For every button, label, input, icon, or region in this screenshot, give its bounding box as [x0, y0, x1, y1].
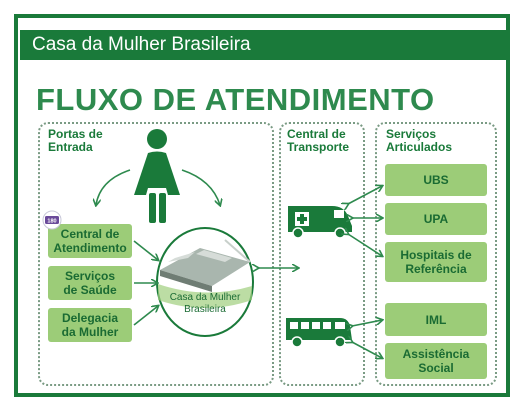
arrow-ambulance-ubs	[348, 186, 382, 204]
van-icon	[286, 318, 352, 348]
box-servicos-de-saude: Serviços de Saúde	[48, 266, 132, 300]
casa-building-icon	[156, 227, 254, 337]
ambulance-icon	[288, 206, 352, 239]
ligue-180-logo-icon: 180	[42, 210, 62, 230]
svg-text:180: 180	[47, 219, 56, 225]
box-assistencia-social: Assistência Social	[385, 343, 487, 379]
box-iml: IML	[385, 303, 487, 336]
curve-arrow-right	[181, 169, 220, 205]
arrow-van-iml	[352, 320, 382, 326]
woman-figure-icon	[134, 129, 180, 223]
arrow-delegacia-to-center	[133, 306, 158, 326]
header-bar: Casa da Mulher Brasileira	[20, 30, 506, 60]
arrow-van-assistencia	[352, 342, 382, 358]
arrow-atendimento-to-center	[133, 240, 158, 260]
main-title: FLUXO DE ATENDIMENTO	[36, 82, 435, 117]
panel-title-transporte: Central de Transporte	[287, 127, 350, 154]
box-delegacia-da-mulher: Delegacia da Mulher	[48, 308, 132, 342]
center-label-line1: Casa da Mulher	[170, 292, 241, 303]
box-central-de-atendimento: Central de Atendimento	[48, 224, 132, 258]
curve-arrow-left	[96, 169, 131, 205]
center-label-line2: Brasileira	[184, 304, 226, 315]
panel-title-entrada: Portas de Entrada	[48, 127, 103, 154]
header-title: Casa da Mulher Brasileira	[32, 34, 251, 55]
box-hospitais-de-referencia: Hospitais de Referência	[385, 242, 487, 282]
panel-portas-de-entrada	[38, 122, 274, 386]
box-upa: UPA	[385, 203, 487, 235]
arrow-ambulance-hospitais	[348, 234, 382, 256]
panel-title-servicos: Serviços Articulados	[386, 127, 453, 154]
box-ubs: UBS	[385, 164, 487, 196]
